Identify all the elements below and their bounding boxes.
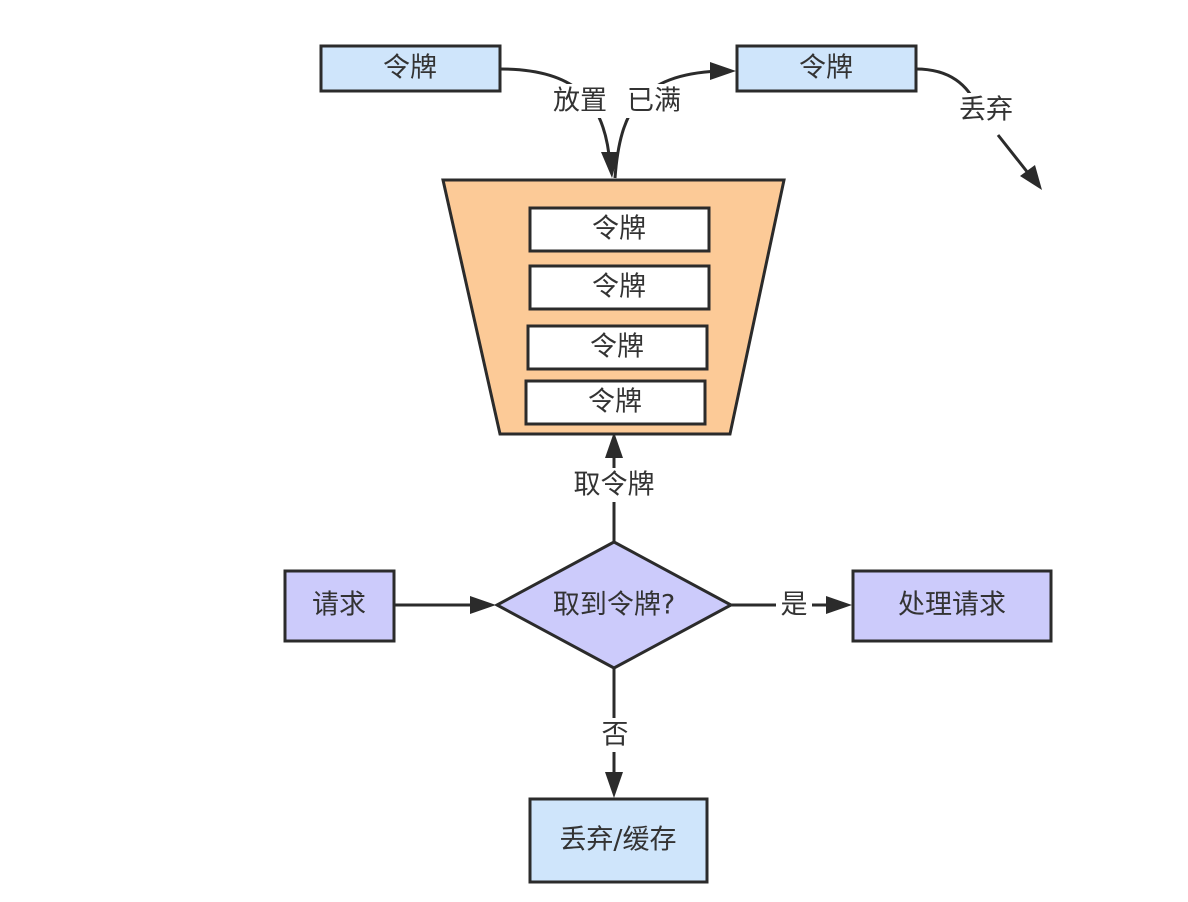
- edge-label-discard: 丢弃: [959, 95, 1013, 126]
- bucket-token: 令牌: [528, 264, 711, 311]
- edge-request-arrowhead: [470, 596, 496, 614]
- process-node: 处理请求: [851, 569, 1053, 643]
- edge-yes-arrowhead: [826, 596, 852, 614]
- edge-discard-arrowhead: [1020, 165, 1042, 190]
- discard-cache-node: 丢弃/缓存: [528, 797, 709, 884]
- edge-label-yes: 是: [781, 590, 808, 621]
- bucket-token-label: 令牌: [592, 214, 646, 245]
- bucket-token: 令牌: [528, 206, 711, 253]
- process-label: 处理请求: [898, 590, 1006, 621]
- edge-label-full: 已满: [627, 86, 681, 117]
- edge-full-arrowhead: [710, 62, 736, 80]
- edge-take-token-arrowhead: [605, 432, 623, 458]
- token-in-label: 令牌: [383, 53, 437, 84]
- discard-cache-label: 丢弃/缓存: [559, 825, 676, 856]
- edge-place-arrowhead: [601, 152, 619, 178]
- decision-node: 取到令牌?: [493, 540, 735, 670]
- token-out-node: 令牌: [735, 44, 918, 93]
- edge-no-arrowhead: [605, 772, 623, 798]
- decision-label: 取到令牌?: [553, 590, 675, 621]
- edge-label-take-token: 取令牌: [574, 470, 655, 501]
- bucket-token: 令牌: [524, 379, 707, 426]
- edge-label-place: 放置: [553, 86, 607, 117]
- bucket-token: 令牌: [526, 324, 709, 371]
- edge-label-no: 否: [602, 720, 629, 751]
- token-in-node: 令牌: [319, 44, 502, 93]
- request-node: 请求: [283, 569, 396, 643]
- request-label: 请求: [312, 590, 366, 621]
- token-out-label: 令牌: [799, 53, 853, 84]
- bucket-token-label: 令牌: [592, 272, 646, 303]
- token-bucket: 令牌 令牌 令牌 令牌: [441, 178, 786, 436]
- bucket-token-label: 令牌: [588, 387, 642, 418]
- bucket-token-label: 令牌: [590, 332, 644, 363]
